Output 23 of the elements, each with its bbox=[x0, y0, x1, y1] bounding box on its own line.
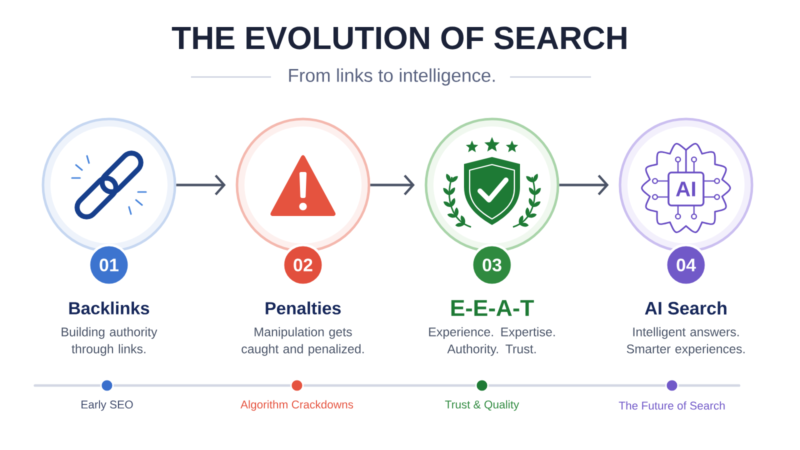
step-description: Experience. Expertise. Authority. Trust. bbox=[429, 327, 555, 356]
timeline-label: Algorithm Crackdowns bbox=[240, 400, 354, 411]
timeline-label: Early SEO bbox=[82, 400, 133, 411]
number-badge: 04 bbox=[664, 244, 708, 286]
number-badge: 03 bbox=[470, 244, 514, 286]
step-heading: E-E-A-T bbox=[451, 300, 534, 316]
arrow bbox=[370, 174, 415, 196]
arrow bbox=[559, 174, 609, 196]
step-description: Intelligent answers. Smarter experiences. bbox=[626, 327, 745, 356]
step-heading: AI Search bbox=[644, 301, 726, 315]
step-description: Building authority through links. bbox=[62, 327, 158, 356]
number-badge: 02 bbox=[282, 244, 324, 286]
title: THE EVOLUTION OF SEARCH bbox=[172, 26, 626, 50]
timeline-label: Trust & Quality bbox=[445, 400, 520, 411]
number-badge: 01 bbox=[88, 244, 130, 286]
subtitle: From links to intelligence. bbox=[289, 68, 495, 86]
step-heading: Backlinks bbox=[69, 302, 150, 314]
arrow bbox=[176, 174, 226, 196]
step-heading: Penalties bbox=[266, 302, 341, 314]
step-description: Manipulation gets caught and penalized. bbox=[242, 327, 364, 356]
chip-box: AI bbox=[668, 172, 704, 206]
step-circle bbox=[42, 118, 176, 252]
timeline-label: The Future of Search bbox=[618, 401, 725, 410]
